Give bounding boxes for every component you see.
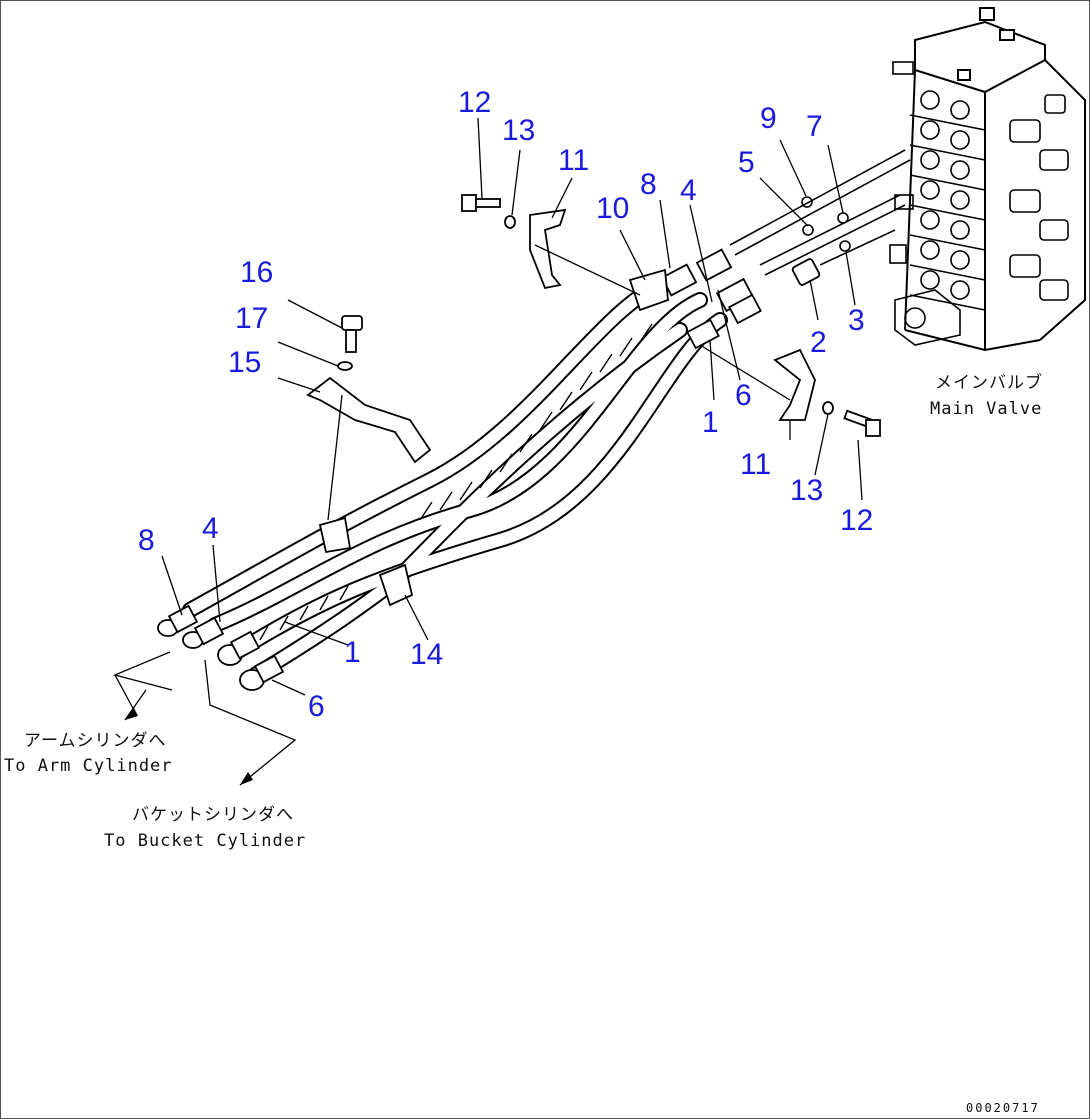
- callout-4-left: 4: [202, 512, 219, 545]
- callout-1-left: 1: [344, 636, 361, 669]
- callout-11-top: 11: [558, 144, 589, 177]
- callout-5: 5: [738, 146, 755, 179]
- callout-1-right: 1: [702, 406, 719, 439]
- callout-2: 2: [810, 326, 827, 359]
- leader-lines: [112, 117, 863, 786]
- callout-10: 10: [596, 192, 629, 225]
- bucket-cylinder-label-en: To Bucket Cylinder: [104, 831, 306, 851]
- callout-11-right: 11: [740, 448, 771, 481]
- callout-13-top: 13: [502, 114, 535, 147]
- arm-cylinder-label-en: To Arm Cylinder: [4, 756, 173, 776]
- callout-13-right: 13: [790, 474, 823, 507]
- main-valve-label-en: Main Valve: [930, 399, 1042, 419]
- callout-4-right: 4: [680, 174, 697, 207]
- callout-15: 15: [228, 346, 261, 379]
- main-valve: [889, 7, 1086, 352]
- callout-9: 9: [760, 102, 777, 135]
- main-valve-label-jp: メインバルブ: [935, 372, 1043, 393]
- callout-17: 17: [235, 302, 268, 335]
- labels: メインバルブ Main Valve アームシリンダへ To Arm Cylind…: [4, 372, 1043, 1115]
- callout-8-right: 8: [640, 168, 657, 201]
- callouts: 12 13 11 10 8 4 9 7 5 3 2 6 1 11 13 12 1…: [138, 86, 873, 723]
- callout-14: 14: [410, 638, 443, 671]
- bucket-cylinder-label-jp: バケットシリンダへ: [132, 805, 294, 825]
- callout-6-right: 6: [735, 379, 752, 412]
- callout-8-left: 8: [138, 524, 155, 557]
- arrowheads: [125, 708, 253, 785]
- callout-12-right: 12: [840, 504, 873, 537]
- callout-16: 16: [240, 256, 273, 289]
- document-id: 00020717: [966, 1101, 1040, 1115]
- arm-cylinder-label-jp: アームシリンダへ: [24, 731, 166, 751]
- callout-12-top: 12: [458, 86, 491, 119]
- callout-7: 7: [806, 110, 823, 143]
- callout-3: 3: [848, 304, 865, 337]
- clamps-and-bolts: [306, 194, 881, 607]
- callout-6-left: 6: [308, 690, 325, 723]
- hose-assembly: [157, 149, 911, 691]
